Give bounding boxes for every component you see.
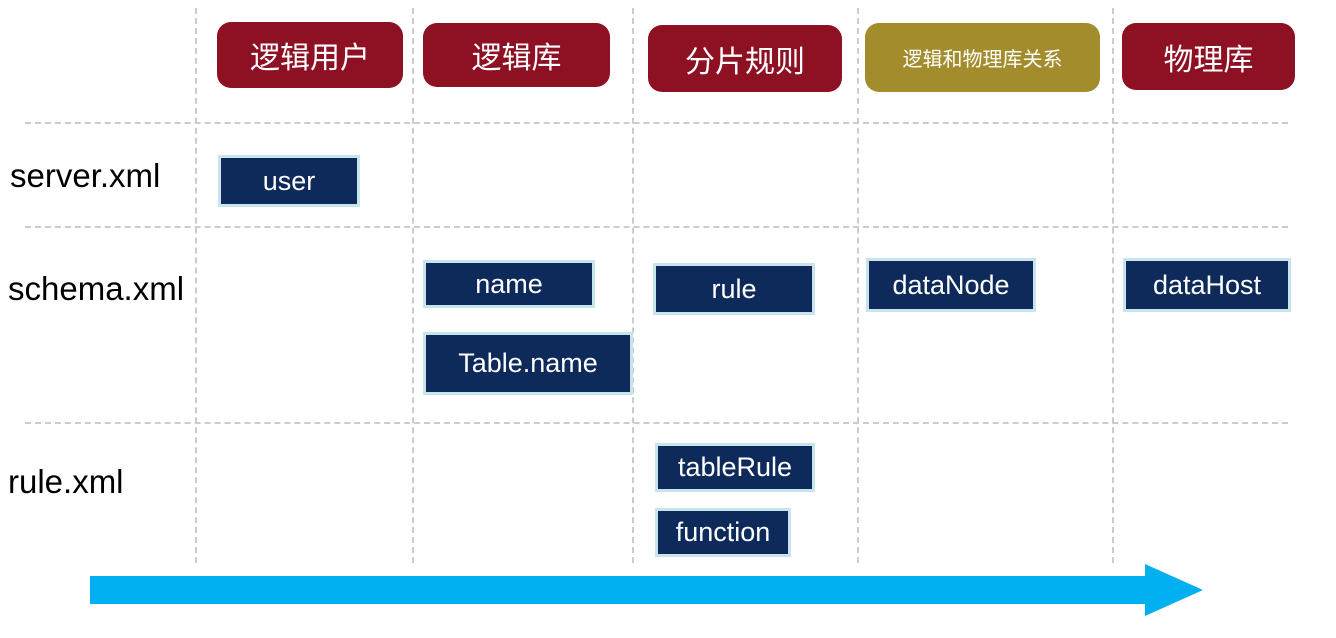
grid-horizontal-line	[25, 422, 1288, 424]
grid-horizontal-line	[25, 226, 1288, 228]
flow-arrow-bar	[90, 576, 1145, 604]
concept-box-tablerule: tableRule	[655, 443, 815, 492]
concept-box-name: name	[423, 260, 595, 308]
grid-vertical-line	[412, 8, 414, 563]
column-header-sharding-rule: 分片规则	[648, 25, 842, 92]
row-label-schema-xml: schema.xml	[8, 270, 185, 307]
concept-box-table-name: Table.name	[423, 332, 633, 395]
flow-arrow-head-icon	[1145, 564, 1203, 616]
concept-box-user: user	[218, 155, 360, 207]
concept-box-rule: rule	[653, 263, 815, 315]
concept-box-function: function	[655, 508, 791, 557]
grid-horizontal-line	[25, 122, 1288, 124]
concept-box-datanode: dataNode	[866, 258, 1036, 312]
column-header-logical-physical-relation: 逻辑和物理库关系	[865, 23, 1100, 92]
grid-vertical-line	[857, 8, 859, 563]
concept-box-datahost: dataHost	[1123, 258, 1291, 312]
column-header-logical-db: 逻辑库	[423, 23, 610, 87]
grid-vertical-line	[1112, 8, 1114, 563]
row-label-rule-xml: rule.xml	[8, 463, 124, 500]
grid-vertical-line	[632, 8, 634, 563]
row-label-server-xml: server.xml	[10, 157, 161, 194]
column-header-physical-db: 物理库	[1122, 23, 1295, 90]
column-header-logical-user: 逻辑用户	[217, 22, 403, 88]
grid-vertical-line	[195, 8, 197, 563]
